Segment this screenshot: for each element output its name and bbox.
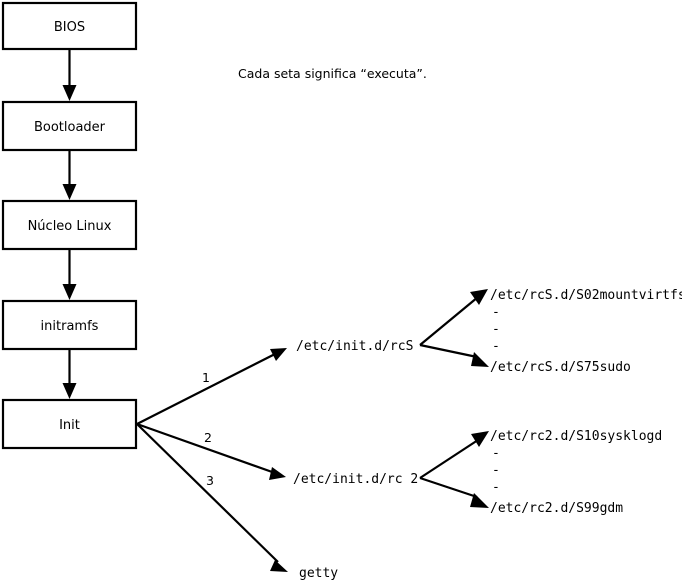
rcS-ellipsis-dot-3: - [492,339,500,354]
arrow-bootloader-to-kernel [62,150,77,200]
branch-target-rcS-label: /etc/init.d/rcS [296,339,413,354]
node-initramfs-box [1,299,138,351]
rc2-ellipsis-dot-3: - [492,480,500,495]
branch-target-getty-label: getty [299,566,338,581]
node-init-label: Init [59,418,80,433]
node-bootloader-box [1,100,138,152]
rcS-last-script-label: /etc/rcS.d/S75sudo [490,360,631,375]
node-kernel-label: Núcleo Linux [28,219,112,234]
node-bios: BIOS [1,1,138,51]
rc2-last-script-label: /etc/rc2.d/S99gdm [490,501,623,516]
arrow-bios-to-bootloader [62,49,77,101]
node-initramfs-label: initramfs [41,319,99,334]
rc2-first-script-label: /etc/rc2.d/S10sysklogd [490,429,662,444]
node-bootloader-label: Bootloader [34,120,106,135]
arrow-rc2-to-first-script [419,431,489,479]
node-bios-box [1,1,138,51]
arrow-rc2-to-last-script [419,476,489,508]
branch-number-2: 2 [204,430,212,445]
arrow-initramfs-to-init [62,349,77,399]
node-bios-label: BIOS [54,20,85,35]
branch-target-rc2-label: /etc/init.d/rc 2 [293,472,418,487]
node-initramfs: initramfs [1,299,138,351]
rc2-ellipsis-dot-2: - [492,463,500,478]
rc2-ellipsis-dot-1: - [492,446,500,461]
rcS-ellipsis-dot-1: - [492,305,500,320]
arrow-kernel-to-initramfs [62,249,77,300]
arrow-init-branch-3 [136,423,288,572]
arrow-rcS-to-last-script [419,343,489,367]
rcS-first-script-label: /etc/rcS.d/S02mountvirtfs [490,288,682,303]
node-init-box [1,398,138,450]
node-bootloader: Bootloader [1,100,138,152]
diagram-caption: Cada seta significa “executa”. [238,66,427,81]
rcS-ellipsis-dot-2: - [492,322,500,337]
branch-number-1: 1 [202,370,210,385]
branch-number-3: 3 [206,473,214,488]
arrow-init-branch-1 [136,348,287,425]
node-kernel: Núcleo Linux [1,199,138,251]
arrow-init-branch-2 [136,422,286,480]
arrow-rcS-to-first-script [419,289,488,346]
node-init: Init [1,398,138,450]
